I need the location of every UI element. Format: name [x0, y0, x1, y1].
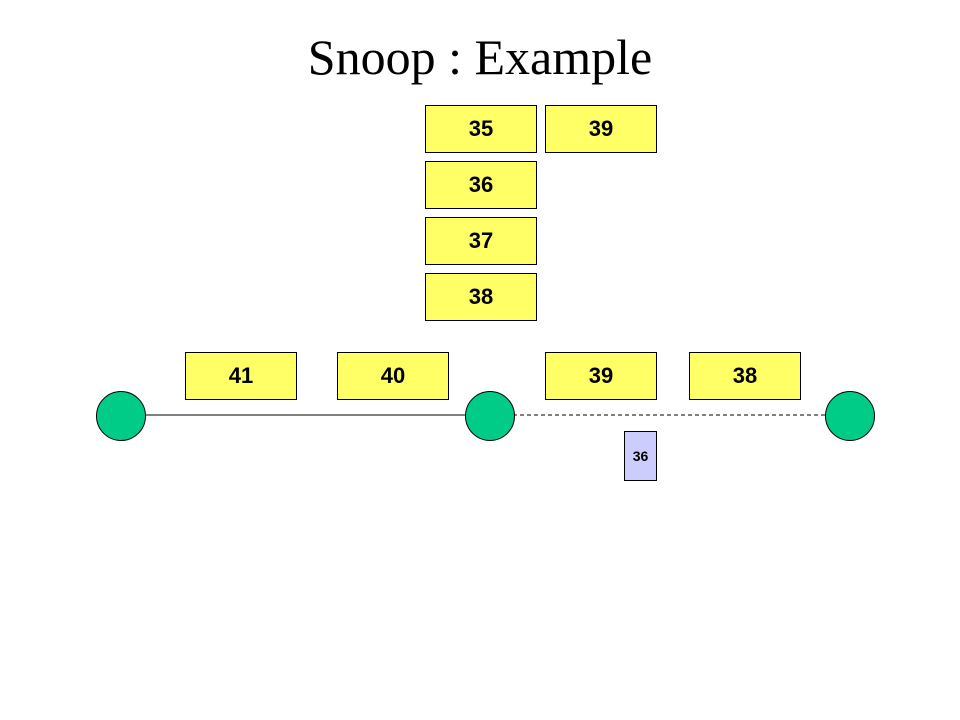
ack-packet: 36: [624, 431, 657, 481]
link-packet-41: 41: [185, 352, 297, 400]
queue-packet-4: 38: [425, 273, 537, 321]
base-station-node: [465, 391, 515, 441]
receiver-node: [825, 391, 875, 441]
link-packet-39: 39: [545, 352, 657, 400]
link-packet-40: 40: [337, 352, 449, 400]
queue-packet-1: 35: [425, 105, 537, 153]
queue-packet-2: 36: [425, 161, 537, 209]
link-packet-38: 38: [689, 352, 801, 400]
sender-node: [96, 391, 146, 441]
slide-title: Snoop : Example: [307, 29, 653, 85]
sent-packet: 39: [545, 105, 657, 153]
queue-packet-3: 37: [425, 217, 537, 265]
